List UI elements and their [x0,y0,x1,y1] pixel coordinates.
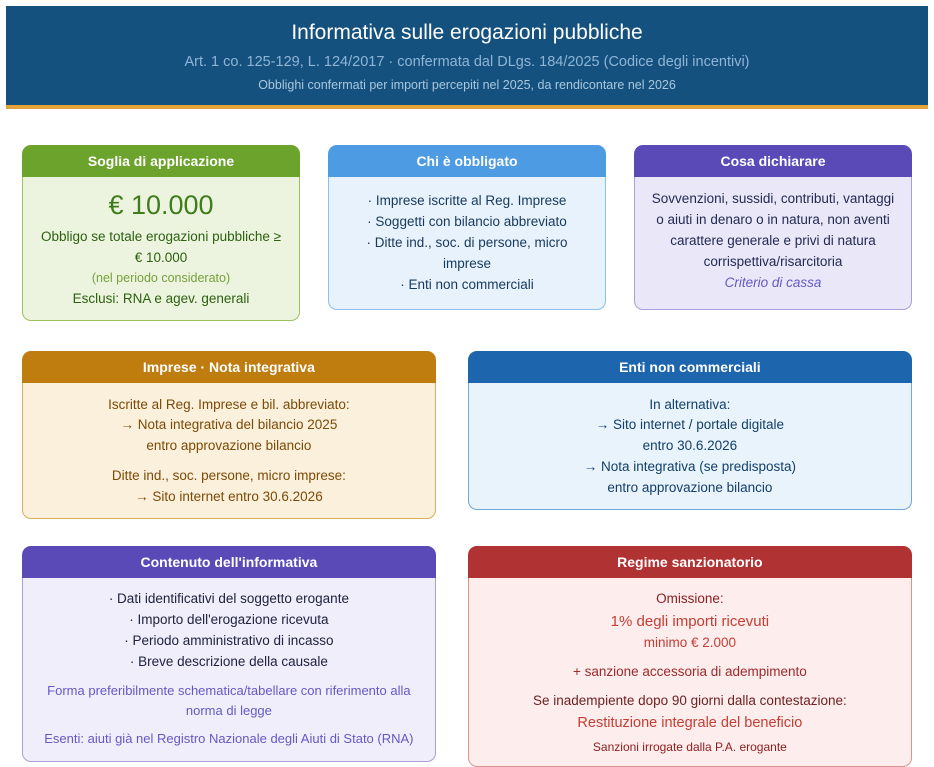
card-title-soglia: Soglia di applicazione [22,145,300,177]
card-imprese-nota-integrativa: Imprese · Nota integrativa Iscritte al R… [22,350,436,520]
accessory-sanction: + sanzione accessoria di adempimento [573,664,807,680]
penalty-minimum: minimo € 2.000 [643,635,737,651]
imprese-group2-line-1: Ditte ind., soc. persone, micro imprese: [111,468,346,484]
content-item-3: · Periodo amministrativo di incasso [124,632,334,648]
enti-line-3: entro 30.6.2026 [642,438,738,454]
content-item-4: · Breve descrizione della causale [129,653,328,669]
card-title-contenuto: Contenuto dell'informativa [22,546,436,579]
page-note: Obblighi confermati per importi percepit… [258,78,676,92]
card-title-dichiarare: Cosa dichiarare [634,145,912,177]
imprese-group-registered: Iscritte al Reg. Imprese e bil. abbrevia… [37,395,421,458]
card-title-imprese: Imprese · Nota integrativa [22,350,436,383]
enti-line-2: → Sito internet / portale digitale [595,417,785,433]
card-body-soglia: € 10.000 Obbligo se totale erogazioni pu… [22,177,300,321]
threshold-exclusions: Esclusi: RNA e agev. generali [72,290,250,306]
obligated-item-4: · Enti non commerciali [400,276,534,292]
imprese-group1-line-2: → Nota integrativa del bilancio 2025 [120,417,338,433]
sanction-authority-note: Sanzioni irrogate dalla P.A. erogante [592,739,787,754]
card-body-obbligati: · Imprese iscritte al Reg. Imprese · Sog… [328,177,606,310]
row-top: Soglia di applicazione € 10.000 Obbligo … [22,145,912,321]
content-exemption-note: Esenti: aiuti già nel Registro Nazionale… [44,731,414,747]
imprese-group-micro: Ditte ind., soc. persone, micro imprese:… [37,466,421,508]
content-item-1: · Dati identificativi del soggetto eroga… [108,591,349,607]
content-area: Soglia di applicazione € 10.000 Obbligo … [0,109,934,767]
card-regime-sanzionatorio: Regime sanzionatorio Omissione: 1% degli… [467,546,912,767]
card-title-obbligati: Chi è obbligato [328,145,606,177]
obligated-item-2: · Soggetti con bilancio abbreviato [367,213,567,229]
row-middle: Imprese · Nota integrativa Iscritte al R… [22,350,912,520]
card-body-sanzioni: Omissione: 1% degli importi ricevuti min… [467,578,912,767]
noncompliance-deadline: Se inadempiente dopo 90 giorni dalla con… [533,693,847,709]
row-bottom: Contenuto dell'informativa · Dati identi… [22,546,912,767]
card-title-enti: Enti non commerciali [467,350,912,383]
imprese-group1-line-1: Iscritte al Reg. Imprese e bil. abbrevia… [108,396,350,412]
threshold-period: (nel periodo considerato) [91,271,231,286]
imprese-group2-line-2: → Sito internet entro 30.6.2026 [135,489,323,505]
benefit-restitution: Restituzione integrale del beneficio [577,715,803,732]
page-header: Informativa sulle erogazioni pubbliche A… [6,6,928,109]
obligated-item-1: · Imprese iscritte al Reg. Imprese [367,193,567,208]
threshold-rule: Obbligo se totale erogazioni pubbliche ≥… [40,229,282,266]
content-format-note: Forma preferibilmente schematica/tabella… [47,682,411,718]
enti-line-4: → Nota integrativa (se predisposta) [583,459,797,475]
cash-criterion-note: Criterio di cassa [724,274,822,290]
card-title-sanzioni: Regime sanzionatorio [467,546,912,579]
penalty-percentage: 1% degli importi ricevuti [610,613,770,631]
card-enti-non-commerciali: Enti non commerciali In alternativa: → S… [467,350,912,520]
imprese-group1-line-3: entro approvazione bilancio [146,438,312,454]
card-body-dichiarare: Sovvenzioni, sussidi, contributi, vantag… [634,177,912,310]
card-body-enti: In alternativa: → Sito internet / portal… [467,382,912,511]
obligated-item-3: · Ditte ind., soc. di persone, micro imp… [366,234,568,271]
card-soglia-di-applicazione: Soglia di applicazione € 10.000 Obbligo … [22,145,300,321]
content-item-2: · Importo dell'erogazione ricevuta [129,612,329,628]
declare-description: Sovvenzioni, sussidi, contributi, vantag… [651,191,895,269]
page-subtitle: Art. 1 co. 125-129, L. 124/2017 · confer… [184,54,750,70]
card-body-imprese: Iscritte al Reg. Imprese e bil. abbrevia… [22,382,436,520]
enti-line-5: entro approvazione bilancio [607,480,773,496]
card-contenuto-informativa: Contenuto dell'informativa · Dati identi… [22,546,436,767]
enti-line-1: In alternativa: [649,396,731,412]
page-title: Informativa sulle erogazioni pubbliche [291,21,643,44]
threshold-amount: € 10.000 [108,190,214,220]
card-cosa-dichiarare: Cosa dichiarare Sovvenzioni, sussidi, co… [634,145,912,321]
card-body-contenuto: · Dati identificativi del soggetto eroga… [22,578,436,763]
omission-label: Omissione: [656,591,724,607]
card-chi-e-obbligato: Chi è obbligato · Imprese iscritte al Re… [328,145,606,321]
